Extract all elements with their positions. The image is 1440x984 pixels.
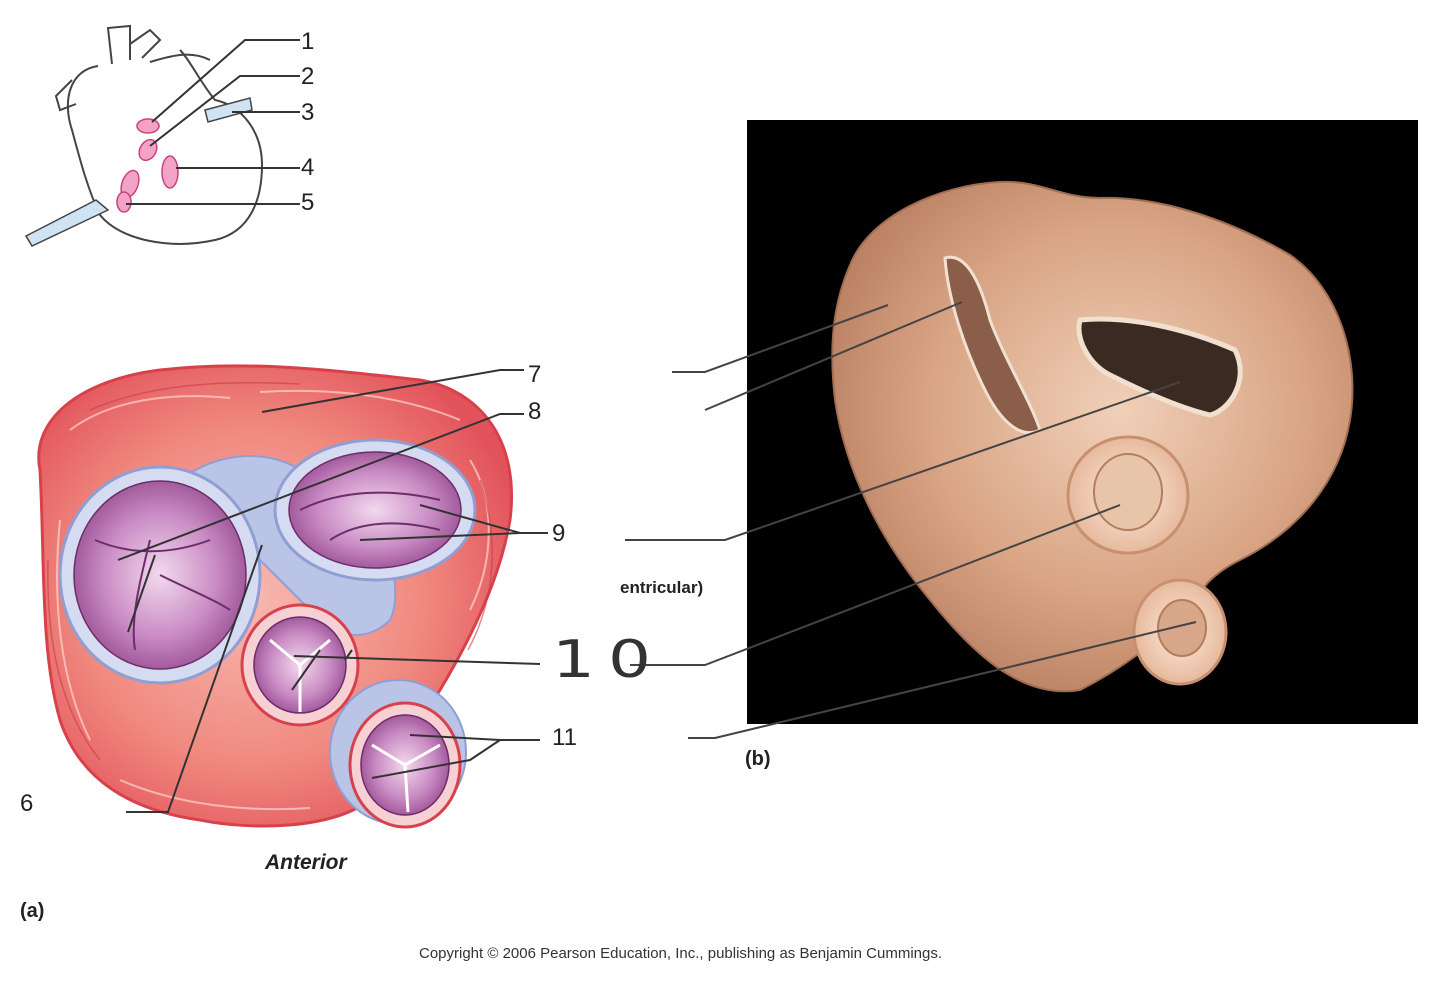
inset-label-3: 3 [301,99,315,126]
copyright-notice: Copyright © 2006 Pearson Education, Inc.… [419,945,943,962]
handwritten-label-10: 10 [552,630,665,690]
left-av-valve [58,465,262,685]
right-av-valve [273,438,477,582]
figure-b-leader-lines [625,301,1197,739]
inset-label-5: 5 [301,189,315,216]
inset-heart-outline [54,24,264,245]
panel-label-b: (b) [745,748,771,770]
figure-a-leader-lines [117,369,548,813]
label-7: 7 [528,361,542,388]
pulmonary-valve [348,701,462,829]
inset-label-2: 2 [301,63,315,90]
partial-label-ventricular: entricular) [620,578,704,597]
inset-section-plane [24,97,253,247]
label-8: 8 [528,398,542,425]
inset-label-4: 4 [301,154,315,181]
photo-heart [831,180,1354,693]
label-6: 6 [20,790,34,817]
orientation-anterior: Anterior [265,851,347,874]
panel-label-a: (a) [20,900,45,922]
aortic-valve [240,603,360,727]
inset-valve-marks [116,118,179,213]
label-11: 11 [552,724,577,751]
label-9: 9 [552,520,566,547]
inset-leader-lines [126,39,300,205]
inset-label-1: 1 [301,28,315,55]
